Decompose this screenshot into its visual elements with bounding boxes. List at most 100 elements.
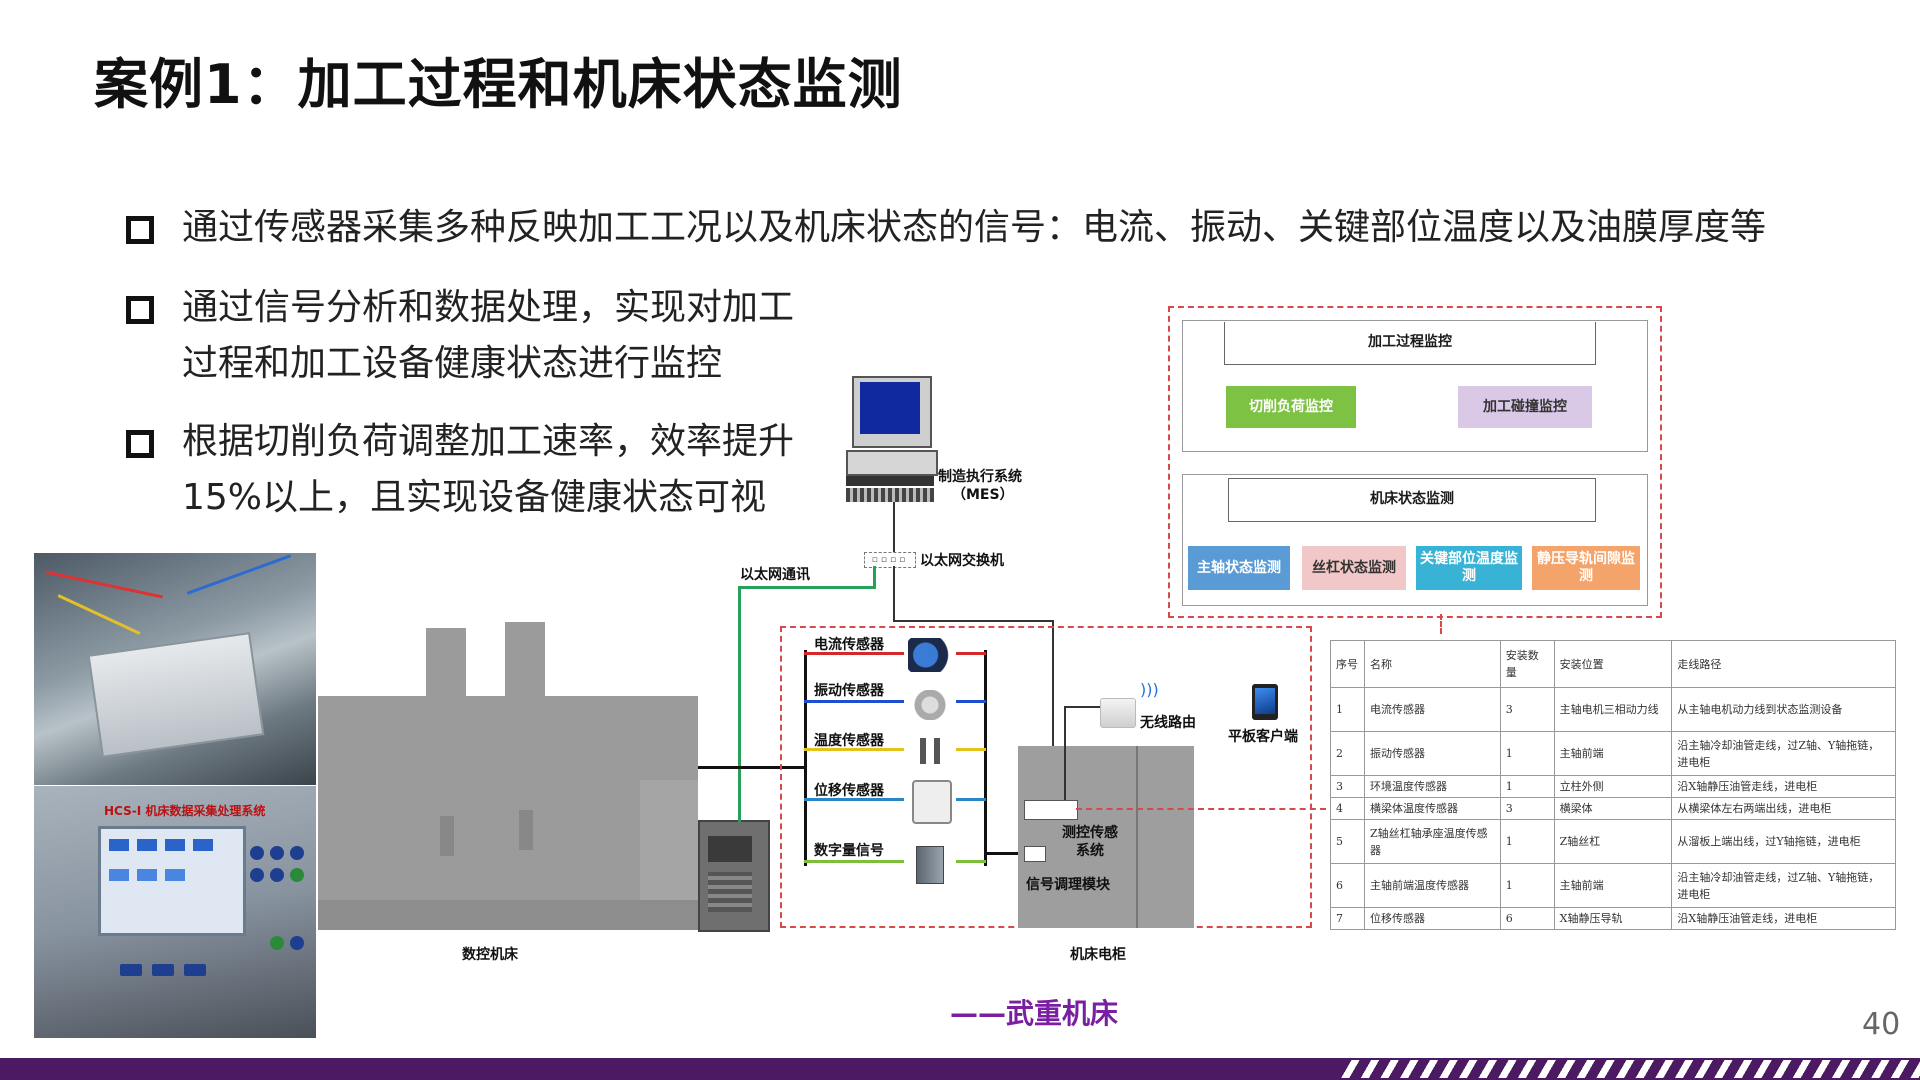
checkbox-icon: [126, 430, 154, 458]
current-sensor-label: 电流传感器: [814, 637, 884, 653]
displacement-sensor-label: 位移传感器: [814, 783, 884, 799]
wireless-router-icon: [1100, 698, 1136, 728]
ethernet-switch-icon: ▫▫▫▫: [864, 552, 916, 568]
mes-label-line-2: （MES）: [952, 487, 1014, 503]
table-cell: 3: [1330, 775, 1365, 798]
column-header: 序号: [1330, 640, 1365, 688]
table-cell: 立柱外侧: [1553, 775, 1673, 798]
company-credit: ——武重机床: [950, 997, 1119, 1030]
temperature-sensor-label: 温度传感器: [814, 733, 884, 749]
table-cell: Z轴丝杠: [1553, 819, 1673, 864]
signal-module-label: 信号调理模块: [1026, 877, 1110, 893]
bullet-2-line-2: 过程和加工设备健康状态进行监控: [182, 343, 723, 384]
table-cell: 横梁体: [1553, 797, 1673, 820]
panel-label: HCS-I 机床数据采集处理系统: [104, 804, 266, 818]
device-panel: [87, 632, 265, 758]
digital-signal-icon: [916, 846, 944, 884]
machine-wiring-photo: [34, 553, 316, 785]
table-cell: 1: [1499, 819, 1555, 864]
cabinet-label: 机床电柜: [1070, 947, 1126, 963]
table-cell: 沿X轴静压油管走线，进电柜: [1671, 907, 1896, 930]
monitoring-dashboard: 加工过程监控 切削负荷监控 加工碰撞监控 机床状态监测 主轴状态监测 丝杠状态监…: [1168, 306, 1662, 618]
spindle-1: [440, 816, 454, 856]
bullet-3-line-1: 根据切削负荷调整加工速率，效率提升: [182, 421, 795, 462]
vibration-sensor-label: 振动传感器: [814, 683, 884, 699]
ethernet-comm-label: 以太网通讯: [740, 567, 810, 583]
column-header: 安装数量: [1499, 640, 1555, 688]
cabinet-module-small: [1024, 846, 1046, 862]
table-cell: 1: [1499, 775, 1555, 798]
table-cell: 横梁体温度传感器: [1363, 797, 1501, 820]
sensor-spec-table: 序号 名称 安装数量 安装位置 走线路径 1 电流传感器 3 主轴电机三相动力线…: [1330, 640, 1896, 930]
table-row: 1 电流传感器 3 主轴电机三相动力线 从主轴电机动力线到状态监测设备: [1330, 687, 1896, 732]
monitor-table-connector: [1440, 614, 1444, 634]
displacement-sensor-icon: [912, 780, 952, 824]
screw-state-chip: 丝杠状态监测: [1302, 546, 1406, 590]
checkbox-icon: [126, 296, 154, 324]
table-cell: 1: [1499, 863, 1555, 908]
machine-column-1: [426, 628, 466, 818]
table-cell: 2: [1330, 731, 1365, 776]
collision-monitor-chip: 加工碰撞监控: [1458, 386, 1592, 428]
temperature-sensor-icon: [916, 738, 944, 766]
checkbox-icon: [126, 216, 154, 244]
table-header-row: 序号 名称 安装数量 安装位置 走线路径: [1330, 640, 1896, 688]
column-header: 名称: [1363, 640, 1501, 688]
vibration-sensor-icon: [912, 690, 948, 720]
column-header: 安装位置: [1553, 640, 1673, 688]
table-cell: X轴静压导轨: [1553, 907, 1673, 930]
bullet-3-line-2: 15%以上，且实现设备健康状态可视: [182, 477, 767, 518]
machine-column-2: [505, 622, 545, 812]
electrical-cabinet: [1018, 746, 1194, 928]
spindle-state-chip: 主轴状态监测: [1188, 546, 1290, 590]
table-cell: 6: [1330, 863, 1365, 908]
table-cell: 从横梁体左右两端出线，进电柜: [1671, 797, 1896, 820]
control-system-label-line-2: 系统: [1076, 843, 1104, 859]
table-cell: 5: [1330, 819, 1365, 864]
bullet-2-line-1: 通过信号分析和数据处理，实现对加工: [182, 287, 795, 328]
slide-title: 案例1：加工过程和机床状态监测: [94, 53, 903, 116]
cabinet-module-icon: [1024, 800, 1078, 820]
bullet-1: 通过传感器采集多种反映加工工况以及机床状态的信号：电流、振动、关键部位温度以及油…: [126, 200, 1767, 256]
column-header: 走线路径: [1671, 640, 1896, 688]
table-cell: 1: [1330, 687, 1365, 732]
table-row: 5 Z轴丝杠轴承座温度传感器 1 Z轴丝杠 从溜板上端出线，过Y轴拖链，进电柜: [1330, 819, 1896, 864]
bullet-2: 通过信号分析和数据处理，实现对加工 过程和加工设备健康状态进行监控: [126, 280, 795, 392]
table-cell: 4: [1330, 797, 1365, 820]
table-row: 2 振动传感器 1 主轴前端 沿主轴冷却油管走线，过Z轴、Y轴拖链，进电柜: [1330, 731, 1896, 776]
table-cell: 主轴前端温度传感器: [1363, 863, 1501, 908]
state-monitor-title: 机床状态监测: [1228, 478, 1596, 522]
wireless-router-label: 无线路由: [1140, 715, 1196, 731]
bullet-1-line-1: 通过传感器采集多种反映加工工况以及机床状态的信号：电流、振动、关键部位温度以及油…: [182, 207, 1767, 248]
spindle-2: [519, 810, 533, 850]
mes-computer-icon: [846, 376, 938, 502]
table-row: 6 主轴前端温度传感器 1 主轴前端 沿主轴冷却油管走线，过Z轴、Y轴拖链，进电…: [1330, 863, 1896, 908]
table-cell: 沿X轴静压油管走线，进电柜: [1671, 775, 1896, 798]
tablet-client-label: 平板客户端: [1228, 729, 1298, 745]
table-cell: 位移传感器: [1363, 907, 1501, 930]
cabinet-door-divider: [1136, 746, 1138, 928]
table-cell: 沿主轴冷却油管走线，过Z轴、Y轴拖链，进电柜: [1671, 731, 1896, 776]
temperature-state-chip: 关键部位温度监测: [1416, 546, 1522, 590]
page-number: 40: [1862, 1007, 1901, 1042]
table-row: 3 环境温度传感器 1 立柱外侧 沿X轴静压油管走线，进电柜: [1330, 775, 1896, 798]
table-cell: 从溜板上端出线，过Y轴拖链，进电柜: [1671, 819, 1896, 864]
table-cell: 1: [1499, 731, 1555, 776]
wifi-signal-icon: ))): [1140, 680, 1159, 699]
table-cell: 3: [1499, 797, 1555, 820]
ethernet-switch-label: 以太网交换机: [920, 553, 1004, 569]
current-sensor-icon: [908, 638, 952, 672]
state-monitor-group: [1182, 474, 1648, 606]
table-cell: Z轴丝杠轴承座温度传感器: [1363, 819, 1501, 864]
bullet-3: 根据切削负荷调整加工速率，效率提升 15%以上，且实现设备健康状态可视: [126, 414, 795, 526]
table-cell: 6: [1499, 907, 1555, 930]
cnc-machine-label: 数控机床: [462, 947, 518, 963]
control-panel-photo: HCS-I 机床数据采集处理系统: [34, 786, 316, 1038]
machine-right-block: [640, 780, 698, 900]
table-cell: 电流传感器: [1363, 687, 1501, 732]
table-cell: 主轴前端: [1553, 863, 1673, 908]
process-monitor-title: 加工过程监控: [1224, 322, 1596, 365]
panel-screen: [98, 826, 246, 936]
cutting-load-monitor-chip: 切削负荷监控: [1226, 386, 1356, 428]
cabinet-table-connector: [1076, 808, 1326, 810]
